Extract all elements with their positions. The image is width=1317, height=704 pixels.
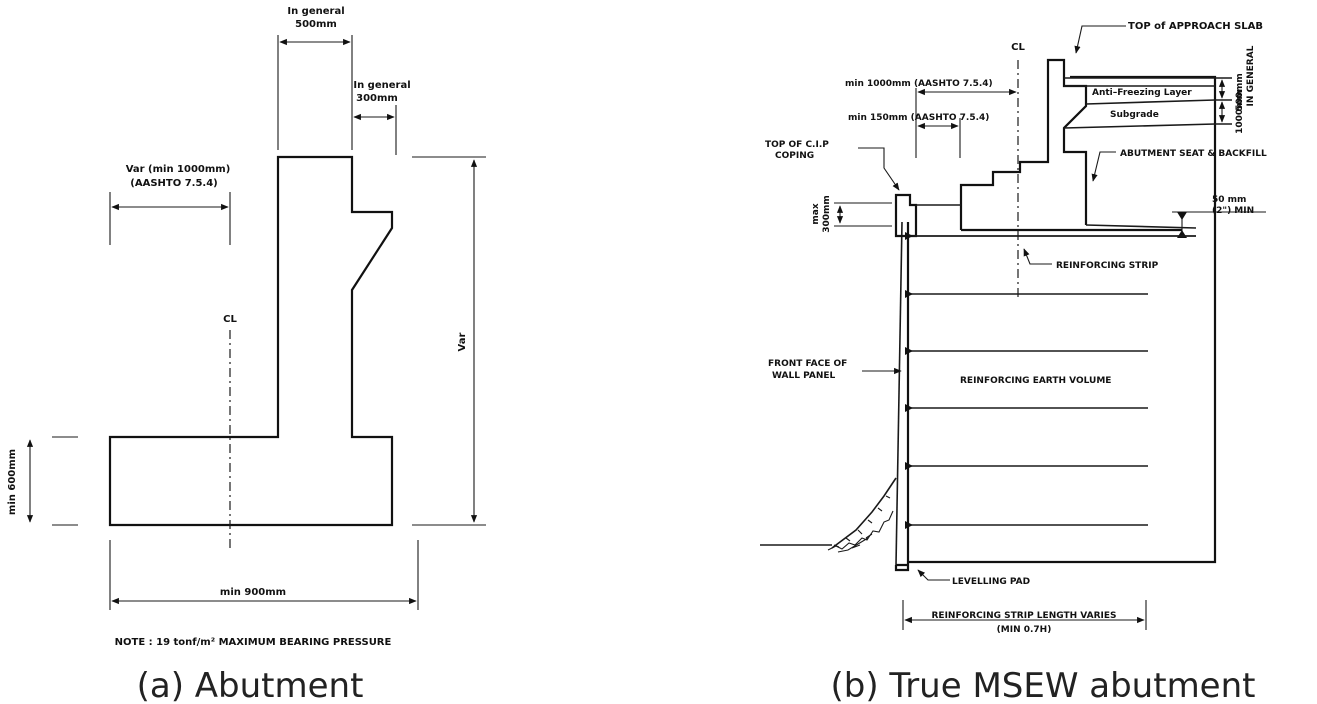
- label-height-dim: Var: [457, 332, 468, 351]
- label-gap-2: (2") MIN: [1212, 206, 1254, 216]
- label-stem-dim-2: 300mm: [356, 93, 398, 104]
- label-max300-1: max: [811, 203, 821, 224]
- label-note: NOTE : 19 tonf/m² MAXIMUM BEARING PRESSU…: [115, 637, 392, 648]
- label-top-dim-1: In general: [287, 6, 344, 17]
- label-footing-dim: min 600mm: [7, 449, 18, 515]
- label-min150: min 150mm (AASHTO 7.5.4): [848, 113, 989, 123]
- ground-riprap: [760, 477, 897, 553]
- abutment-seat: [959, 58, 1088, 230]
- label-width-dim: min 900mm: [220, 587, 286, 598]
- label-pad: LEVELLING PAD: [952, 577, 1030, 587]
- label-min1000: min 1000mm (AASHTO 7.5.4): [845, 79, 993, 89]
- label-seat: ABUTMENT SEAT & BACKFILL: [1120, 149, 1267, 159]
- label-face-2: WALL PANEL: [772, 371, 836, 381]
- reinforced-earth-box: [908, 75, 1217, 564]
- label-heel-dim-1: Var (min 1000mm): [126, 164, 231, 175]
- wall-panel: [894, 222, 910, 572]
- label-top-dim-2: 500mm: [295, 19, 337, 30]
- label-dim-1000: 1000mm: [1235, 90, 1245, 134]
- label-subgrade: Subgrade: [1110, 110, 1159, 120]
- cip-coping: [894, 193, 918, 238]
- label-length-2: (MIN 0.7H): [997, 625, 1052, 635]
- label-anti-freeze: Anti–Freezing Layer: [1092, 88, 1192, 98]
- label-coping-2: COPING: [775, 151, 814, 161]
- label-gap-1: 50 mm: [1212, 195, 1246, 205]
- caption-b: (b) True MSEW abutment: [831, 666, 1256, 704]
- label-in-general: IN GENERAL: [1246, 45, 1256, 106]
- caption-a: (a) Abutment: [137, 666, 364, 704]
- label-length-1: REINFORCING STRIP LENGTH VARIES: [931, 611, 1116, 621]
- reinforcing-strips: [905, 232, 1196, 529]
- panel-a-abutment: In general 500mm In general 300mm Var (m…: [7, 6, 486, 704]
- panel-b-msew: TOP of APPROACH SLAB CL min 1000mm (AASH…: [760, 21, 1267, 704]
- label-strip: REINFORCING STRIP: [1056, 261, 1159, 271]
- label-heel-dim-2: (AASHTO 7.5.4): [130, 178, 217, 189]
- label-volume: REINFORCING EARTH VOLUME: [960, 376, 1111, 386]
- abutment-outline: [108, 155, 394, 527]
- label-centerline-a: CL: [223, 314, 237, 325]
- label-max300-2: 300mm: [822, 195, 832, 233]
- label-dim-500: 500mm: [1235, 73, 1245, 111]
- label-coping-1: TOP OF C.I.P: [765, 140, 829, 150]
- label-stem-dim-1: In general: [353, 80, 410, 91]
- label-top-slab: TOP of APPROACH SLAB: [1128, 21, 1263, 32]
- label-centerline-b: CL: [1011, 42, 1025, 53]
- label-face-1: FRONT FACE OF: [768, 359, 847, 369]
